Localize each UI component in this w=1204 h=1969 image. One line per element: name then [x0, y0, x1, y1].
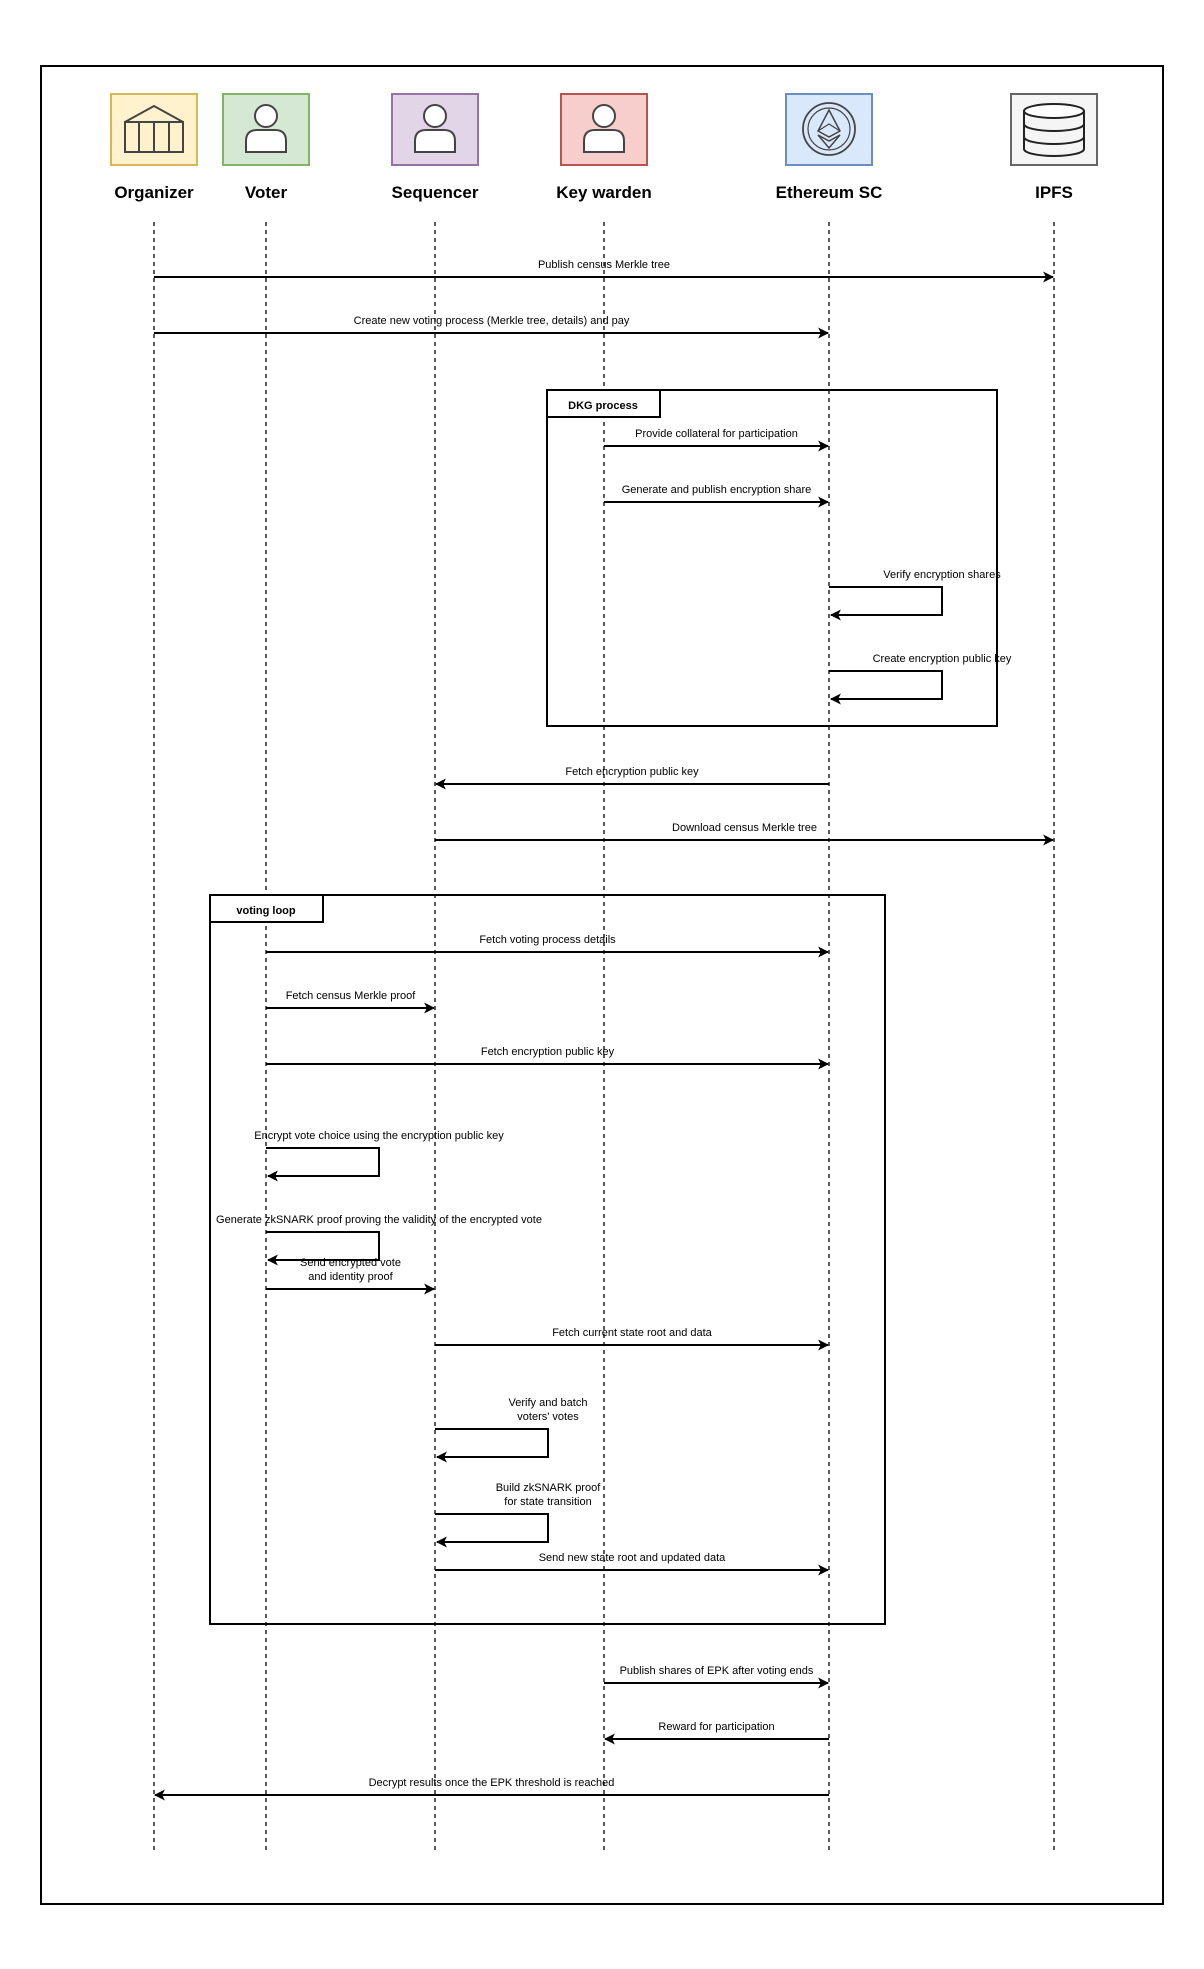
frame-voting-loop-tab	[209, 894, 324, 923]
frame-dkg-border	[546, 389, 998, 727]
message-label: Fetch census Merkle proof	[286, 990, 417, 1002]
actor-organizer: Organizer	[110, 93, 198, 202]
actor-ipfs-name: IPFS	[1035, 183, 1073, 202]
message-label: Send new state root and updated data	[539, 1552, 726, 1564]
user-icon	[414, 104, 456, 153]
user-icon	[583, 104, 625, 153]
actor-organizer-name: Organizer	[114, 183, 194, 202]
actor-ipfs: IPFS	[1010, 93, 1098, 202]
actor-ethereum-box	[785, 93, 873, 166]
actor-sequencer: Sequencer	[391, 93, 479, 202]
message-12: Encrypt vote choice using the encryption…	[254, 1130, 504, 1182]
actor-voter-name: Voter	[245, 183, 288, 202]
message-6: Create encryption public key	[829, 653, 1012, 705]
frame-voting-loop: voting loop	[209, 894, 886, 1625]
actor-keywarden-name: Key warden	[556, 183, 651, 202]
message-label: Build zkSNARK proof	[496, 1482, 601, 1494]
message-label: for state transition	[504, 1496, 591, 1508]
message-label: Create new voting process (Merkle tree, …	[354, 315, 630, 327]
message-label: and identity proof	[308, 1271, 393, 1283]
message-label: Verify encryption shares	[883, 569, 1001, 581]
message-17: Build zkSNARK proof for state transition	[435, 1482, 601, 1548]
message-2: Create new voting process (Merkle tree, …	[154, 315, 830, 339]
message-4: Generate and publish encryption share	[604, 484, 830, 508]
message-label: Publish shares of EPK after voting ends	[620, 1665, 814, 1677]
message-label: Decrypt results once the EPK threshold i…	[369, 1777, 615, 1789]
message-19: Publish shares of EPK after voting ends	[604, 1665, 830, 1689]
frame-dkg-title: DKG process	[568, 400, 638, 412]
message-9: Fetch voting process details	[266, 934, 830, 958]
message-21: Decrypt results once the EPK threshold i…	[153, 1777, 829, 1801]
message-label: Provide collateral for participation	[635, 428, 798, 440]
message-label: Verify and batch	[509, 1397, 588, 1409]
message-20: Reward for participation	[603, 1721, 829, 1745]
diagram-border	[40, 65, 1164, 1905]
lifelines	[153, 222, 1055, 1852]
self-message-arrow	[266, 1231, 380, 1266]
government-building-icon	[124, 104, 184, 153]
message-15: Fetch current state root and data	[435, 1327, 830, 1351]
message-label: Fetch encryption public key	[565, 766, 699, 778]
message-8: Download census Merkle tree	[435, 822, 1055, 846]
message-label: Fetch encryption public key	[481, 1046, 615, 1058]
actor-keywarden: Key warden	[556, 93, 652, 202]
frame-voting-loop-border	[209, 894, 886, 1625]
message-label: Fetch current state root and data	[552, 1327, 712, 1339]
message-1: Publish census Merkle tree	[154, 259, 1055, 283]
message-label: Publish census Merkle tree	[538, 259, 670, 271]
actor-sequencer-box	[391, 93, 479, 166]
message-label: Create encryption public key	[873, 653, 1012, 665]
message-label: Generate and publish encryption share	[622, 484, 812, 496]
message-14: Send encrypted vote and identity proof	[266, 1257, 436, 1295]
actor-ethereum: Ethereum SC	[776, 93, 883, 202]
message-16: Verify and batch voters' votes	[435, 1397, 588, 1463]
self-message-arrow	[435, 1428, 549, 1463]
message-11: Fetch encryption public key	[266, 1046, 830, 1070]
message-10: Fetch census Merkle proof	[266, 990, 436, 1014]
actor-voter: Voter	[222, 93, 310, 202]
self-message-arrow	[829, 586, 943, 621]
self-message-arrow	[266, 1147, 380, 1182]
message-label: Reward for participation	[658, 1721, 774, 1733]
message-3: Provide collateral for participation	[604, 428, 830, 452]
message-label: voters' votes	[517, 1411, 579, 1423]
ethereum-icon	[802, 102, 856, 156]
message-label: Download census Merkle tree	[672, 822, 817, 834]
user-icon	[245, 104, 287, 153]
message-label: Encrypt vote choice using the encryption…	[254, 1130, 504, 1142]
message-13: Generate zkSNARK proof proving the valid…	[216, 1214, 542, 1266]
message-label: Send encrypted vote	[300, 1257, 401, 1269]
frame-dkg-tab	[546, 389, 661, 418]
message-label: Generate zkSNARK proof proving the valid…	[216, 1214, 542, 1226]
message-label: Fetch voting process details	[479, 934, 616, 946]
self-message-arrow	[829, 670, 943, 705]
frame-voting-loop-title: voting loop	[236, 905, 296, 917]
frame-dkg: DKG process	[546, 389, 998, 727]
actor-sequencer-name: Sequencer	[392, 183, 479, 202]
database-icon	[1023, 103, 1085, 157]
self-message-arrow	[435, 1513, 549, 1548]
message-5: Verify encryption shares	[829, 569, 1001, 621]
message-18: Send new state root and updated data	[435, 1552, 830, 1576]
actor-ethereum-name: Ethereum SC	[776, 183, 883, 202]
message-7: Fetch encryption public key	[434, 766, 829, 790]
